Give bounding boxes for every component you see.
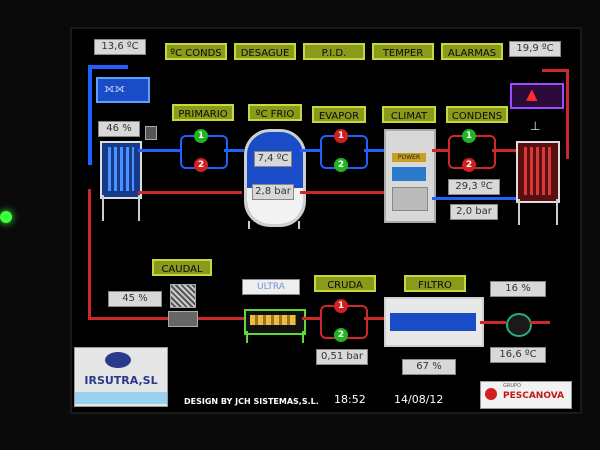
cruda-out-pipe: [364, 317, 386, 320]
evap-in-pipe: [300, 149, 322, 152]
climat-label[interactable]: CLIMAT: [382, 106, 436, 123]
primary-cold-pipe: [138, 149, 182, 152]
chilled-water-tank: [244, 129, 306, 227]
primary-pump-2-icon[interactable]: 2: [194, 158, 208, 172]
cond-pressure: 2,0 bar: [450, 204, 498, 220]
filtro-label[interactable]: FILTRO: [404, 275, 466, 292]
evap-pump-2-icon[interactable]: 2: [334, 158, 348, 172]
primario-label[interactable]: PRIMARIO: [172, 104, 234, 121]
tower-right-fill-icon: [524, 147, 552, 195]
desague-button[interactable]: DESAGUE: [234, 43, 296, 60]
primary-pump-1-icon[interactable]: 1: [194, 129, 208, 143]
cond-pump-1-icon[interactable]: 1: [462, 129, 476, 143]
lower-riser-pipe: [88, 189, 91, 319]
filter-pct: 67 %: [402, 359, 456, 375]
outlet-sensor-icon: [506, 313, 532, 337]
left-riser-pipe: [88, 65, 92, 165]
right-temp-value: 16,6 ºC: [490, 347, 546, 363]
power-led-icon: [0, 211, 12, 223]
tower-left-pct: 46 %: [98, 121, 140, 137]
caudal-label[interactable]: CAUDAL: [152, 259, 212, 276]
fish-logo-icon: [105, 352, 131, 368]
chiller-panel: [392, 187, 428, 211]
tank-pressure: 2,8 bar: [252, 184, 294, 200]
pid-button[interactable]: P.I.D.: [303, 43, 365, 60]
left-top-pipe: [88, 65, 128, 69]
alarmas-button[interactable]: ALARMAS: [441, 43, 503, 60]
fan-icon: ⊥: [530, 119, 541, 133]
basin-tank: ⟗⟗: [96, 77, 150, 103]
design-credit: DESIGN BY JCH SISTEMAS,S.L.: [184, 397, 319, 406]
c-frio-label[interactable]: ºC FRIO: [248, 104, 302, 121]
evap-pump-1-icon[interactable]: 1: [334, 129, 348, 143]
caudal-valve: [168, 311, 198, 327]
top-right-temp: 19,9 ºC: [509, 41, 561, 57]
clock-time: 18:52: [334, 393, 366, 406]
filter-level-indicator: [390, 313, 476, 331]
temper-button[interactable]: TEMPER: [372, 43, 434, 60]
primary-hot-pipe: [138, 191, 242, 194]
brand-emblem-icon: [485, 388, 497, 400]
mixer-icon: ⟗⟗: [104, 81, 125, 95]
condens-label[interactable]: CONDENS: [446, 106, 508, 123]
filter-unit: [384, 297, 484, 347]
conds-button[interactable]: ºC CONDS: [165, 43, 227, 60]
caudal-meter-icon: [170, 284, 196, 308]
clock-date: 14/08/12: [394, 393, 444, 406]
evapor-label[interactable]: EVAPOR: [312, 106, 366, 123]
tank-legs: [248, 221, 300, 229]
caudal-pct: 45 %: [108, 291, 162, 307]
brand-name: PESCANOVA: [503, 391, 565, 401]
ultra-uv-unit: [244, 309, 306, 335]
tower-right-legs: [518, 199, 558, 225]
cond-return-pipe: [432, 197, 516, 200]
logo-text: IRSUTRA,SL: [84, 374, 158, 387]
tower-fill-icon: [108, 147, 134, 191]
valve-icon: [145, 126, 157, 140]
evap-return-pipe: [300, 191, 384, 194]
tank-temp: 7,4 ºC: [254, 151, 292, 167]
uv-legs: [246, 331, 304, 343]
ultra-label[interactable]: ULTRA: [242, 279, 300, 295]
chiller-unit: POWER: [384, 129, 436, 223]
cooling-tower-right: [516, 141, 560, 203]
cooling-tower-left: [100, 141, 142, 199]
brand-logo: GRUPO PESCANOVA: [480, 381, 572, 409]
company-logo: IRSUTRA,SL: [74, 347, 168, 407]
alarm-fire-icon: ▲: [526, 85, 538, 103]
filter-out-pipe: [480, 321, 506, 324]
uv-lamps-icon: [250, 315, 296, 325]
cruda-pump-2-icon[interactable]: 2: [334, 328, 348, 342]
primary-out-pipe: [224, 149, 244, 152]
brand-small: GRUPO: [503, 383, 521, 389]
right-riser-pipe: [566, 69, 569, 159]
cond-pump-2-icon[interactable]: 2: [462, 158, 476, 172]
logo-wave: [75, 392, 167, 404]
top-left-temp: 13,6 ºC: [94, 39, 146, 55]
tower-left-legs: [102, 195, 140, 221]
chiller-display: [392, 167, 426, 181]
right-pct: 16 %: [490, 281, 546, 297]
alarm-basin: ▲: [510, 83, 564, 109]
right-top-pipe: [542, 69, 569, 72]
cond-temp: 29,3 ºC: [448, 179, 500, 195]
cruda-label[interactable]: CRUDA: [314, 275, 376, 292]
cruda-in-pipe: [302, 317, 320, 320]
scada-screen: 13,6 ºC ºC CONDS DESAGUE P.I.D. TEMPER A…: [70, 27, 582, 414]
cruda-pressure: 0,51 bar: [316, 349, 368, 365]
outlet-pipe: [530, 321, 550, 324]
cruda-pump-1-icon[interactable]: 1: [334, 299, 348, 313]
cond-out-pipe: [492, 149, 516, 152]
cond-in-pipe: [432, 149, 450, 152]
chiller-power-label: POWER: [392, 153, 426, 162]
evap-out-pipe: [364, 149, 384, 152]
